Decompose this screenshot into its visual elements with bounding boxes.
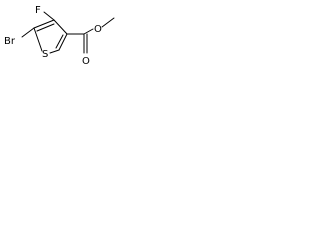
bond-c5-c4-double: [36, 23, 55, 32]
atom-label-carbonyl-oxygen: O: [82, 56, 90, 67]
bond-c3-c2: [58, 33, 68, 51]
atom-label-bromine: Br: [4, 36, 16, 47]
bond-c5-br: [21, 27, 35, 38]
bond-carbonyl-c-ester-o: [83, 28, 94, 35]
bond-s-c5: [33, 27, 43, 52]
bond-ester-o-methyl: [101, 17, 115, 28]
chemical-structure: F Br S O O: [4, 5, 115, 67]
atom-label-sulfur: S: [42, 49, 48, 60]
atom-label-ester-oxygen: O: [94, 24, 102, 35]
bond-c4-f: [43, 11, 55, 21]
bond-c2-s: [49, 49, 60, 54]
bond-c3-c2-double: [55, 34, 64, 49]
atom-label-fluorine: F: [35, 5, 41, 16]
bond-c4-c3: [53, 19, 68, 35]
bond-c5-c4: [33, 19, 55, 29]
